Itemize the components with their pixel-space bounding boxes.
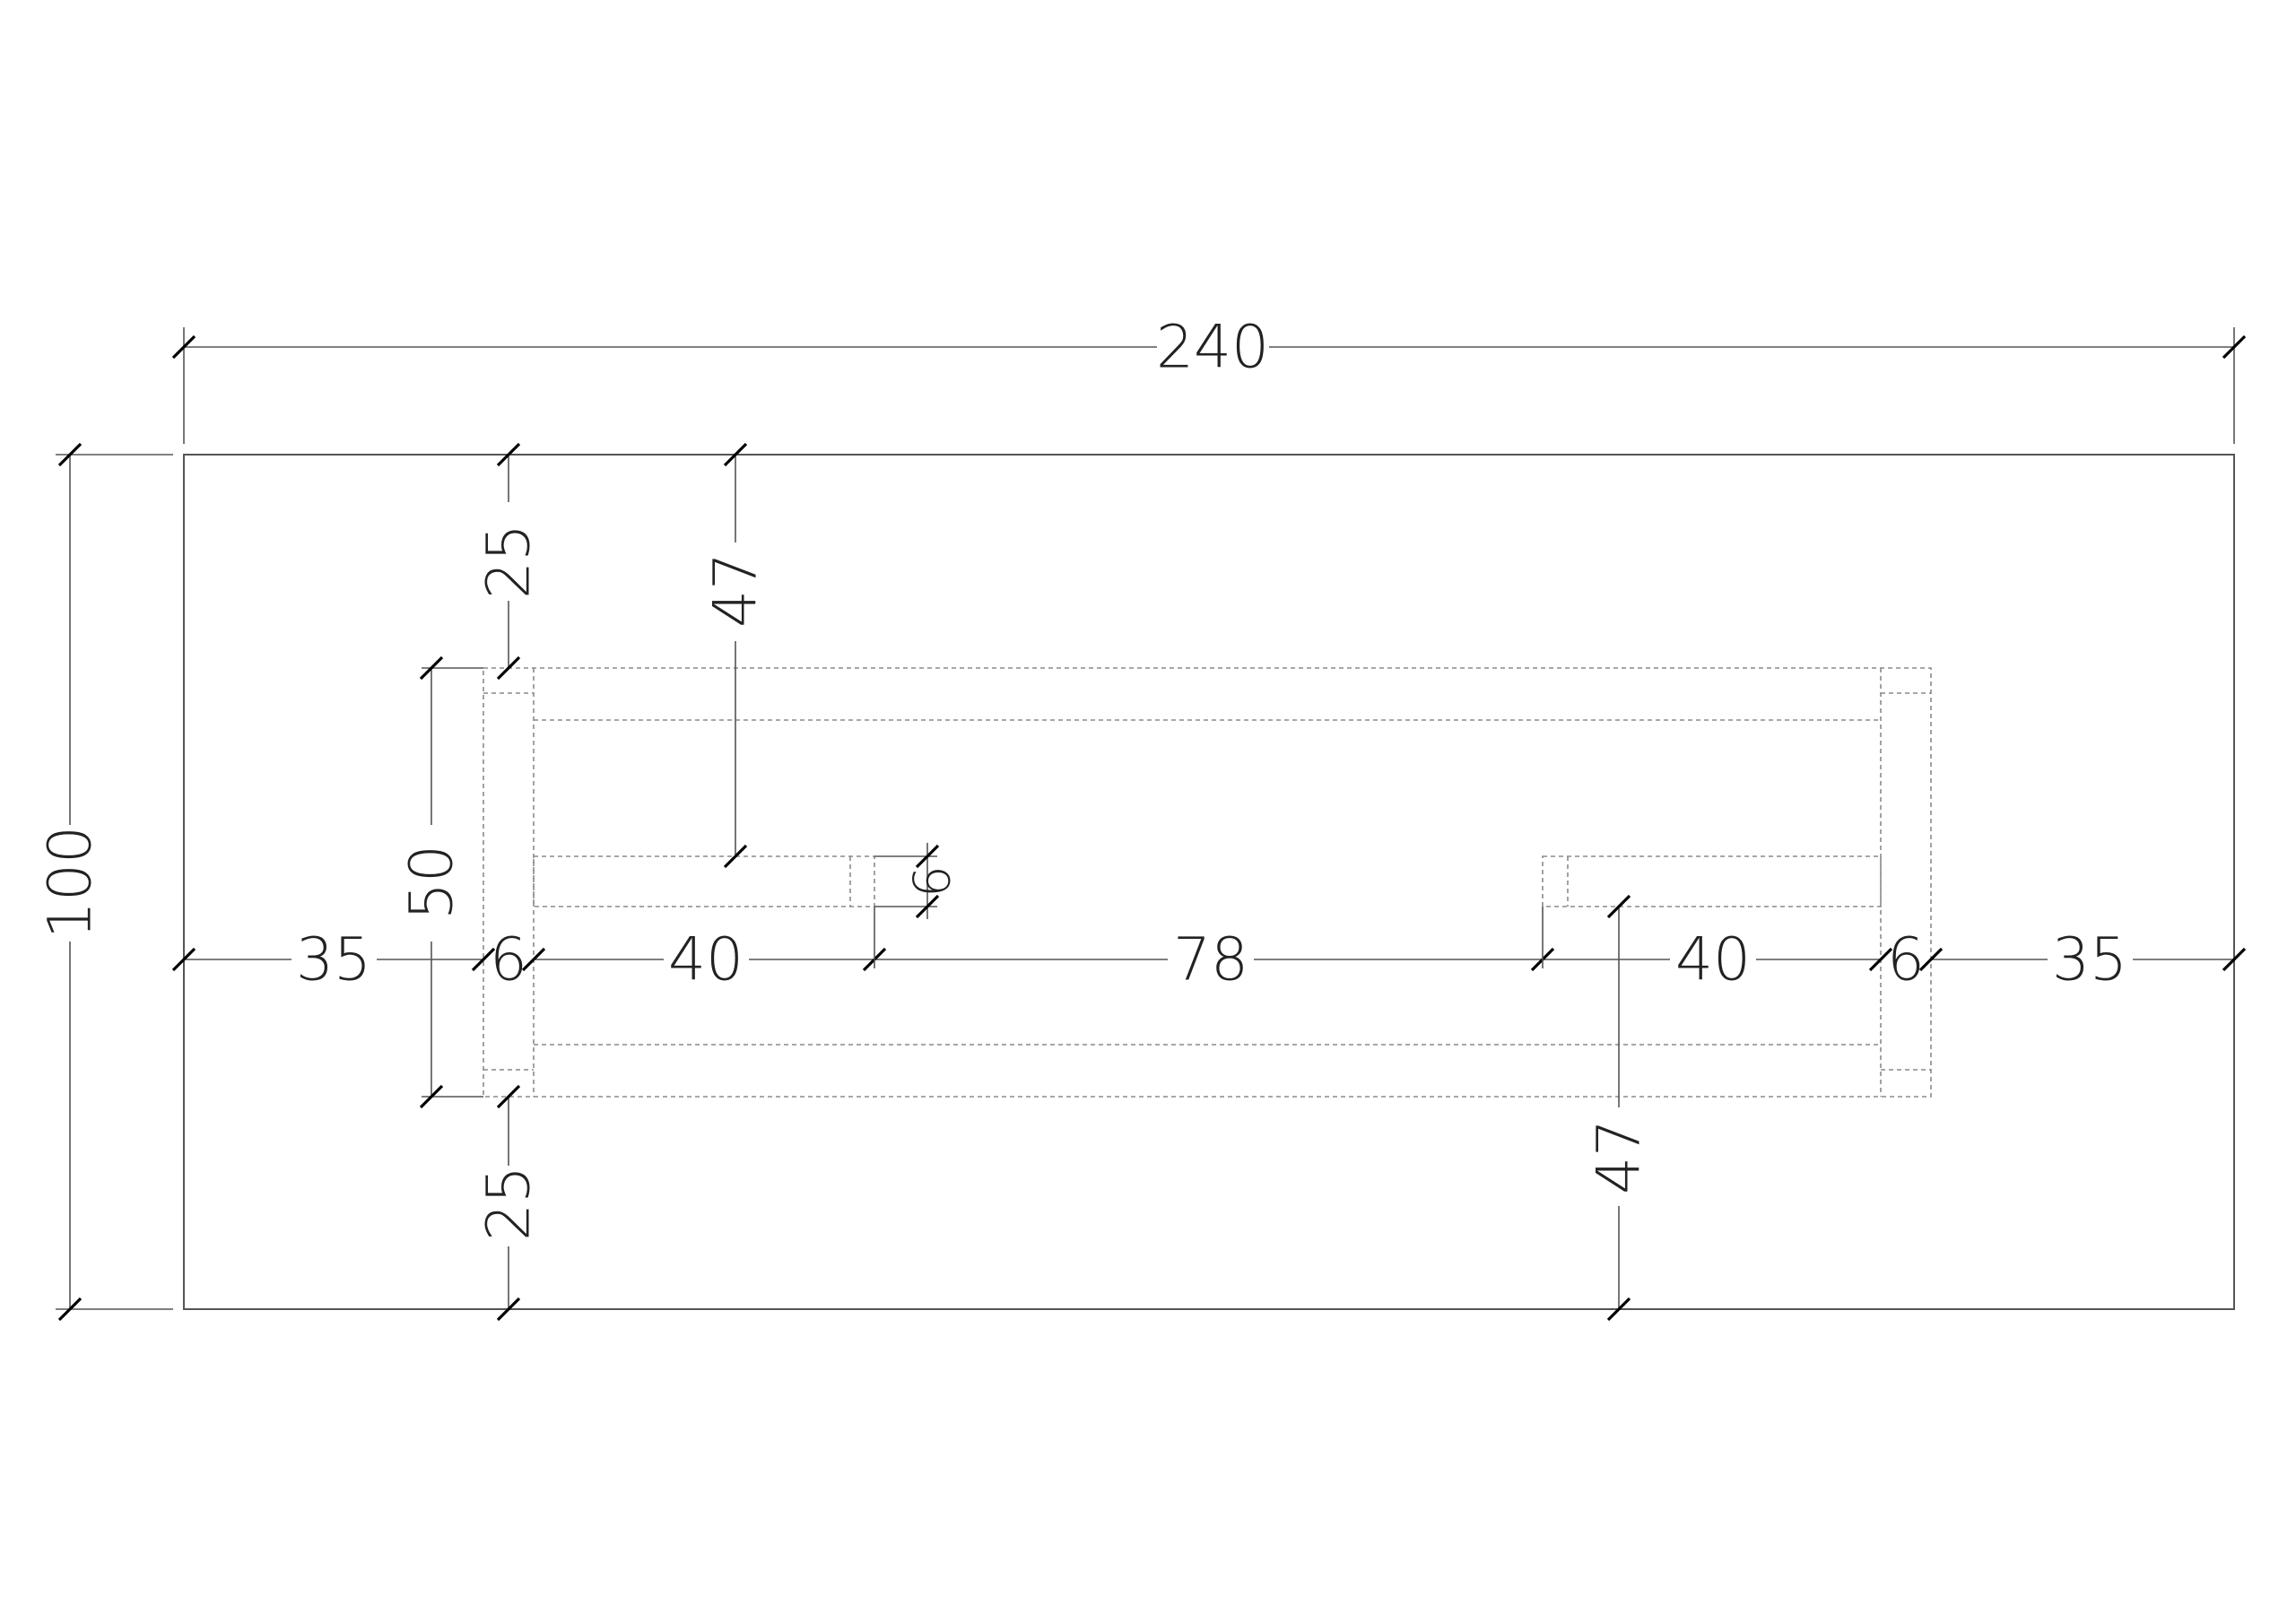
dim-offsets: 25 25 bbox=[474, 442, 544, 1322]
dim-arm-thickness-label: 6 bbox=[904, 865, 962, 898]
dim-right-arm-depth: 47 bbox=[1585, 894, 1654, 1322]
dim-frame-height: 50 bbox=[397, 655, 483, 1109]
dim-overall-height: 100 bbox=[36, 442, 173, 1322]
dim-horizontal-chain: 35 6 40 78 40 6 35 bbox=[171, 907, 2247, 994]
dim-center-gap-label: 78 bbox=[1173, 925, 1248, 994]
dim-frame-height-label: 50 bbox=[397, 845, 466, 920]
dim-overall-width: 240 bbox=[171, 313, 2247, 444]
dim-right-arm-depth-label: 47 bbox=[1585, 1119, 1654, 1194]
dim-overall-width-label: 240 bbox=[1156, 313, 1269, 382]
dim-left-arm-label: 40 bbox=[668, 925, 744, 994]
dim-right-post-label: 6 bbox=[1887, 925, 1925, 994]
dim-left-arm-depth-label: 47 bbox=[701, 552, 770, 628]
dim-overall-height-label: 100 bbox=[36, 826, 105, 939]
hidden-base-frame bbox=[483, 667, 1932, 1098]
dim-top-offset-label: 25 bbox=[474, 524, 544, 599]
dim-left-arm-depth: 47 bbox=[701, 442, 770, 869]
slab-outline bbox=[183, 454, 2235, 1310]
dim-arm-thickness: 6 bbox=[874, 843, 962, 919]
dim-left-post-label: 6 bbox=[490, 925, 527, 994]
dim-right-arm-label: 40 bbox=[1675, 925, 1751, 994]
dim-right-margin-label: 35 bbox=[2052, 925, 2127, 994]
dim-left-margin-label: 35 bbox=[296, 925, 371, 994]
dim-bottom-offset-label: 25 bbox=[474, 1166, 544, 1241]
